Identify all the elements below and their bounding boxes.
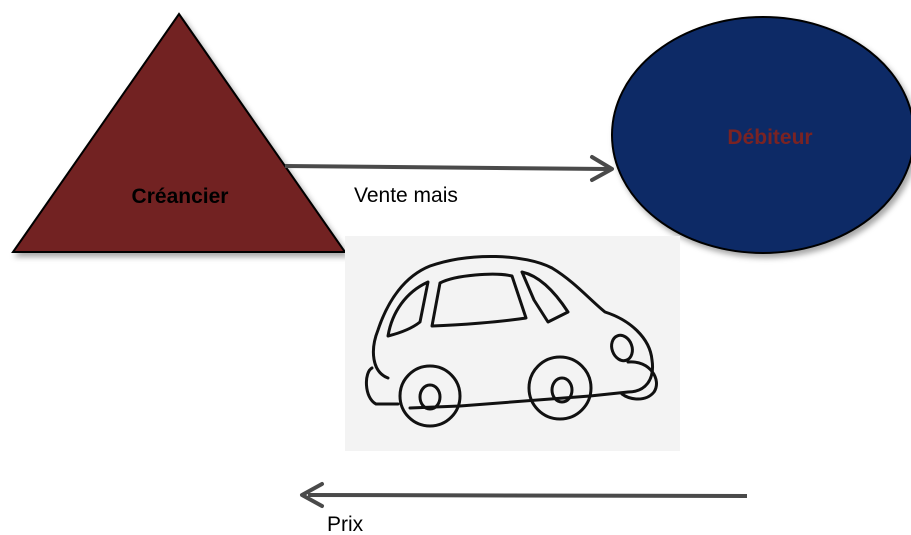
price-arrowhead <box>300 482 324 508</box>
creancier-triangle <box>11 12 347 253</box>
debiteur-ellipse <box>611 16 911 254</box>
sale-arrow: Vente mais <box>284 155 614 207</box>
car-panel <box>345 236 680 451</box>
car-illustration <box>345 236 680 451</box>
debiteur-label: Débiteur <box>727 126 812 149</box>
sale-arrowhead <box>590 155 614 182</box>
price-arrow: Prix <box>300 482 748 535</box>
price-label: Prix <box>327 513 364 535</box>
car-icon <box>365 255 658 428</box>
sale-label: Vente mais <box>354 184 458 207</box>
creancier-label: Créancier <box>132 185 229 208</box>
debiteur-node: Débiteur <box>611 16 911 254</box>
creancier-node: Créancier <box>11 12 347 253</box>
